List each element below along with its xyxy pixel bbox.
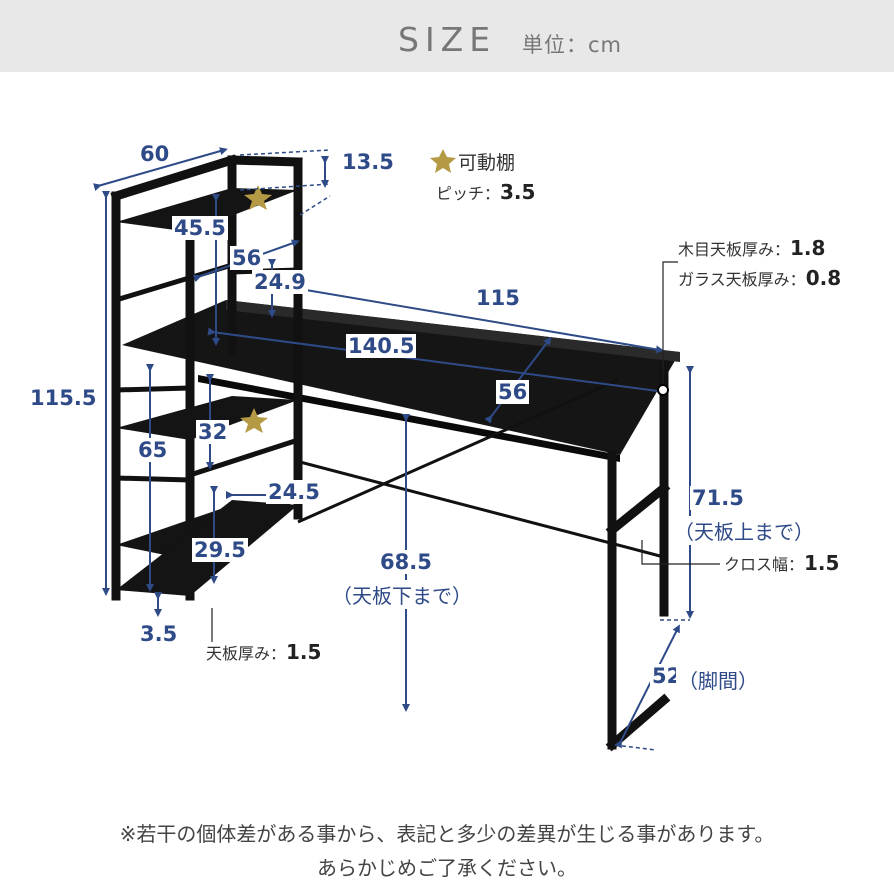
glass-top-value: 0.8 [805,266,842,290]
leader-lines [211,261,720,642]
dim-shelf-inner-depth-upper: 24.9 [252,270,308,294]
star-legend-icon [430,149,456,173]
dim-overall-height: 115.5 [30,386,97,410]
cross-brace [297,378,661,558]
dim-foot-height: 3.5 [140,622,178,646]
glass-top-label: ガラス天板厚み： [678,270,806,289]
shelf-board-thickness-note: 天板厚み：1.5 [206,640,321,664]
disclaimer-line-2: あらかじめご了承ください。 [317,856,577,880]
shelf-board-value: 1.5 [286,640,322,664]
cross-label: クロス幅： [724,555,805,574]
dim-desk-under-height: 68.5 [378,550,434,574]
dim-desk-top-note: （天板上まで） [672,516,816,545]
shelf-board-label: 天板厚み： [206,644,287,663]
wood-top-thickness-note: 木目天板厚み：1.8 [678,236,825,260]
header-bar: SIZE 単位：cm [0,0,894,72]
page-title: SIZE [398,20,497,59]
star-lower-icon [240,408,268,433]
pitch-note: ピッチ：3.5 [436,180,535,204]
dim-shelf-mid-height: 32 [196,420,230,444]
disclaimer-line-1: ※若干の個体差がある事から、表記と多少の差異が生じる事があります。 [119,822,775,846]
star-upper-icon [244,185,272,210]
cross-value: 1.5 [804,551,840,575]
dim-shelf-upper-height: 45.5 [172,216,228,240]
desk-top-marker [657,384,669,396]
extension-lines [239,149,690,751]
dim-desk-under-note: （天板下まで） [330,580,474,609]
dim-desk-total-width: 140.5 [346,334,417,358]
dim-desk-depth: 56 [496,380,530,404]
dim-shelf-lower-total: 65 [136,438,170,462]
dim-shelf-depth: 60 [140,142,170,166]
movable-shelf-label: 可動棚 [458,152,516,174]
dim-shelf-lower-height: 29.5 [192,538,248,562]
desk-diagram: 可動棚 ピッチ：3.5 60 13.5 45.5 56 24.9 115.5 1… [0,72,894,812]
cross-width-note: クロス幅：1.5 [724,551,839,575]
dim-shelf-width: 56 [230,246,264,270]
dim-shelf-top: 13.5 [342,150,394,174]
pitch-value: 3.5 [500,180,536,204]
wood-top-label: 木目天板厚み： [678,240,791,259]
unit-label: 単位：cm [522,33,623,57]
dim-desk-top-height: 71.5 [690,486,746,510]
dim-desk-width: 115 [474,286,522,310]
dim-leg-span-note: （脚間） [676,665,760,694]
glass-top-thickness-note: ガラス天板厚み：0.8 [678,266,841,290]
dim-shelf-inner-depth-lower: 24.5 [266,480,322,504]
wood-top-value: 1.8 [790,236,826,260]
pitch-label: ピッチ： [436,184,501,203]
